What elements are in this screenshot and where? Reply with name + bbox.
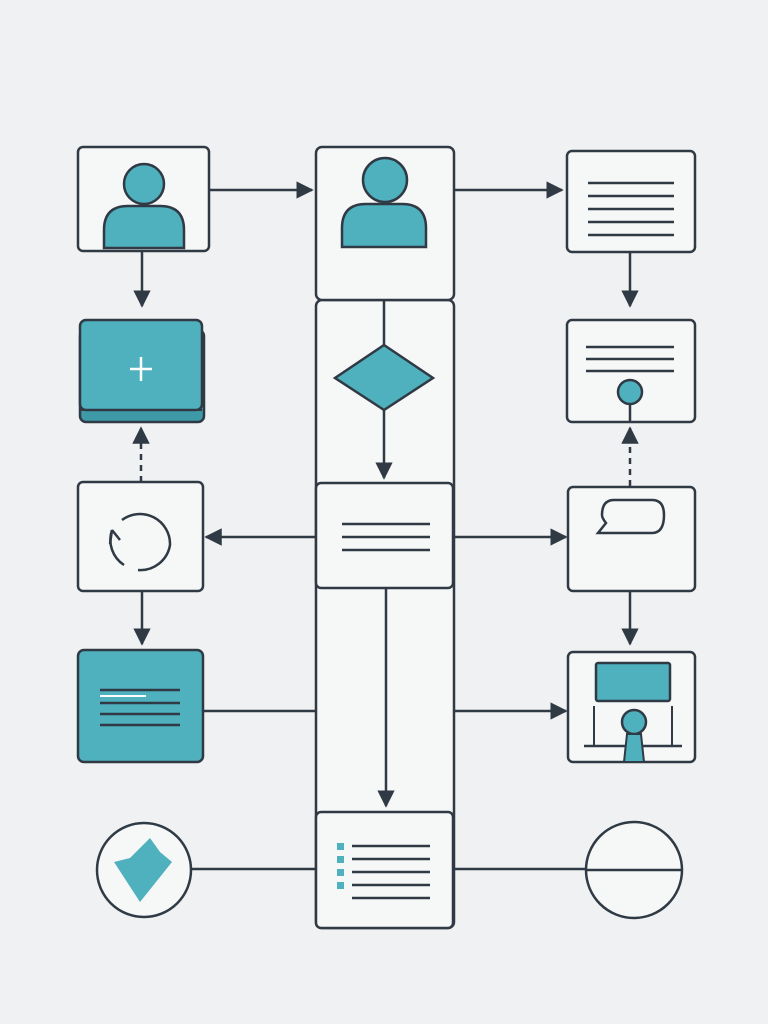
node-center-list[interactable] [314,810,455,930]
text-lines-icon [100,688,180,727]
node-right-document-dot[interactable] [565,318,697,424]
node-left-add-panel[interactable] [78,318,206,424]
bulleted-list-icon [337,843,430,900]
text-lines-icon [588,181,674,237]
node-right-document[interactable] [565,149,697,254]
presenter-icon [584,661,682,763]
node-left-user[interactable] [76,145,211,253]
node-center-decision[interactable] [332,343,436,412]
user-icon [102,162,186,250]
speech-bubble-icon [595,498,666,535]
user-icon [340,156,428,249]
node-right-presentation[interactable] [566,650,697,764]
node-right-chat[interactable] [566,485,697,593]
text-lines-icon [342,522,430,552]
node-left-document-panel[interactable] [76,648,205,764]
node-left-check-circle[interactable] [95,821,193,919]
node-right-end-circle[interactable] [584,820,684,920]
check-arrow-icon [114,838,172,902]
node-center-document[interactable] [314,481,455,590]
plus-icon [130,357,152,381]
document-with-dot-icon [586,345,674,422]
node-center-user[interactable] [314,145,456,302]
refresh-icon [108,512,172,572]
node-left-refresh[interactable] [76,480,205,593]
